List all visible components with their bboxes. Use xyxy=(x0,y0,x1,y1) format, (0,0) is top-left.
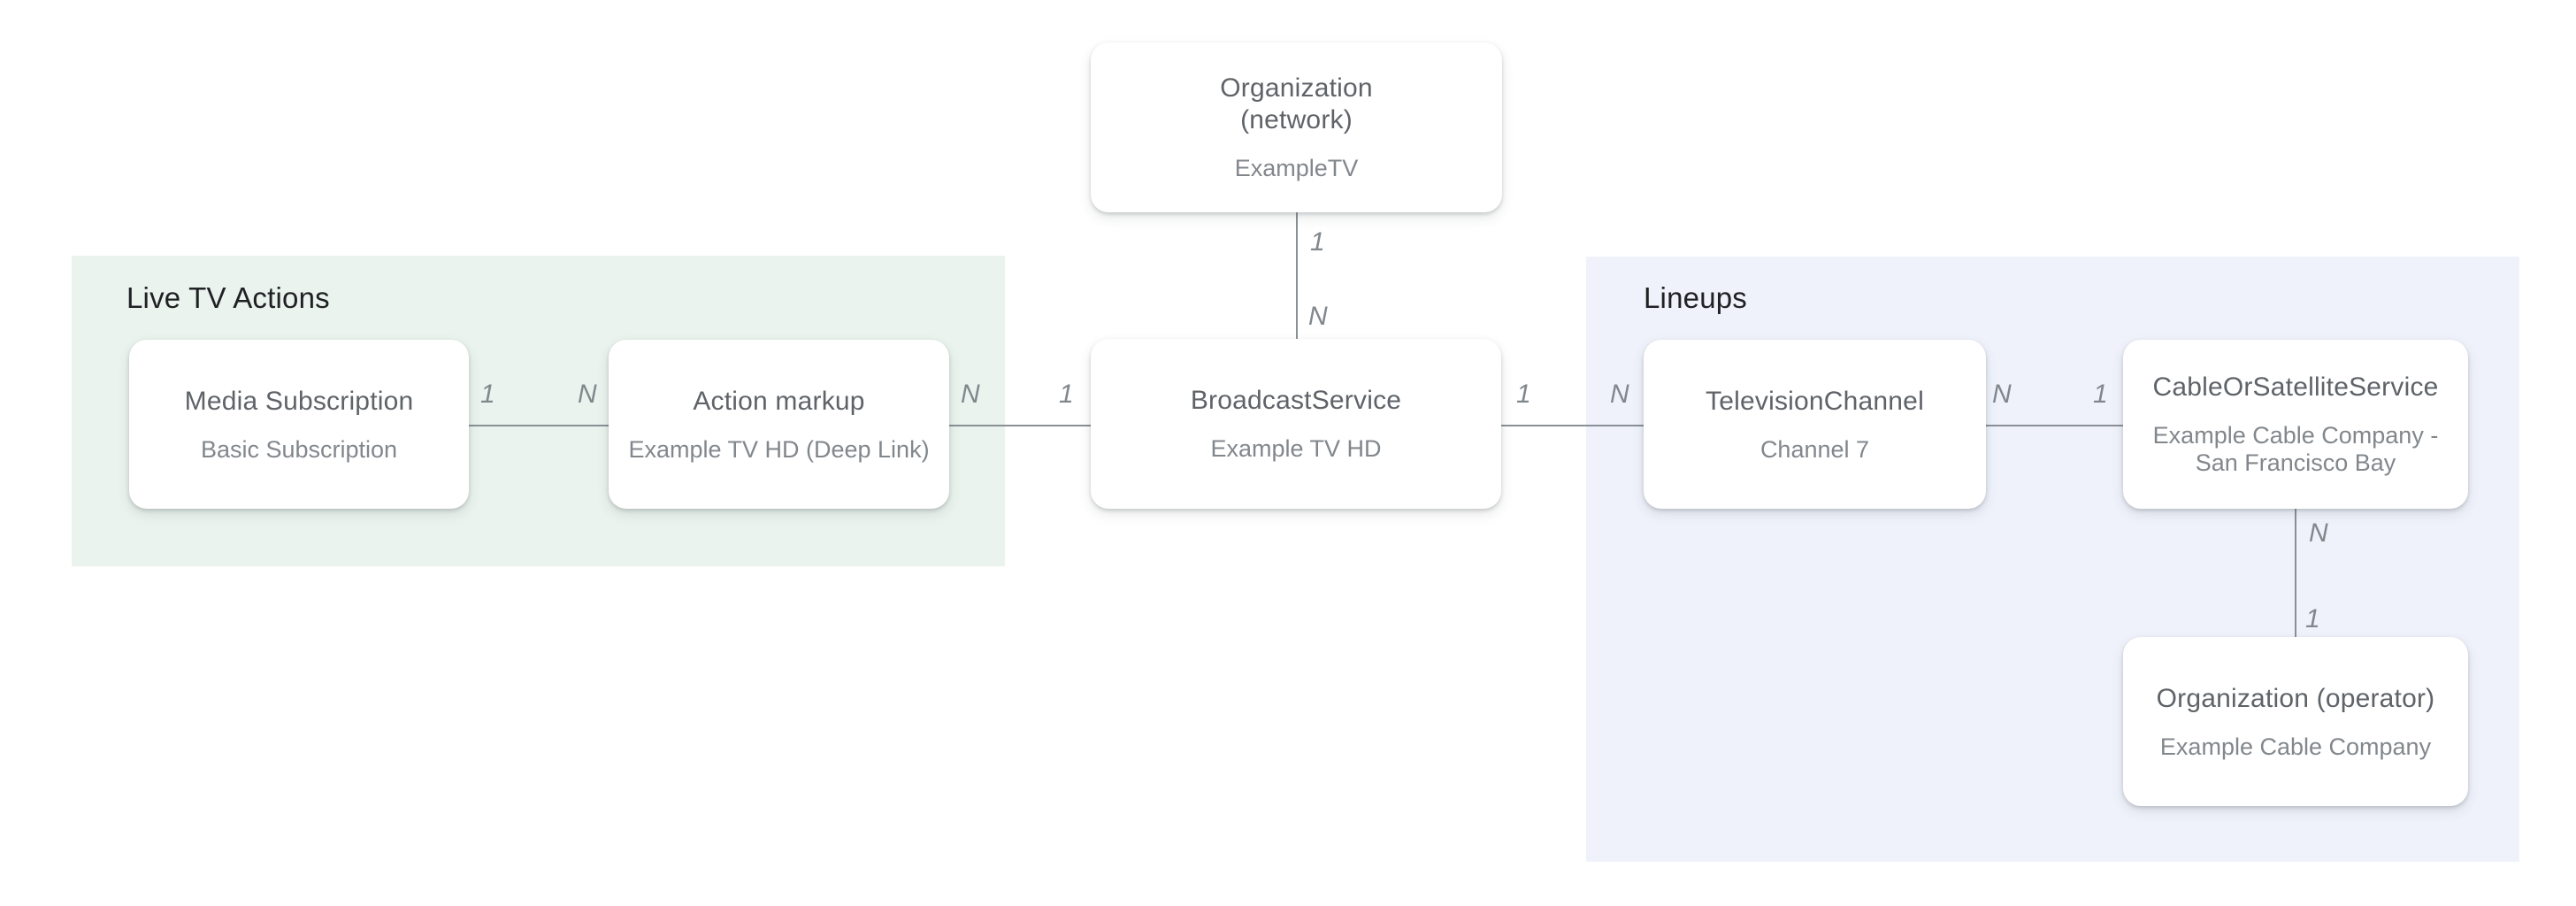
node-subtitle: Example Cable Company xyxy=(2159,733,2432,760)
node-subtitle: Basic Subscription xyxy=(200,435,398,463)
cardinality-label: N xyxy=(961,380,980,409)
cardinality-label: 1 xyxy=(1059,380,1074,409)
node-television-channel: TelevisionChannel Channel 7 xyxy=(1644,340,1986,509)
cardinality-label: N xyxy=(1992,380,2012,409)
connector-channel-to-cable xyxy=(1986,425,2123,426)
cardinality-label: 1 xyxy=(1516,380,1531,409)
node-title: Media Subscription xyxy=(184,386,414,416)
node-subtitle: ExampleTV xyxy=(1234,155,1359,181)
node-broadcast-service: BroadcastService Example TV HD xyxy=(1091,339,1501,509)
node-subtitle: Example TV HD (Deep Link) xyxy=(628,435,930,463)
node-title-line: Organization xyxy=(1220,73,1373,103)
cardinality-label: N xyxy=(2309,518,2328,548)
node-title: BroadcastService xyxy=(1190,386,1402,415)
cardinality-label: N xyxy=(1610,380,1629,409)
node-title: Organization (network) xyxy=(1220,73,1373,136)
connector-cable-to-operator xyxy=(2295,509,2296,637)
connector-media-to-action xyxy=(469,425,609,426)
node-organization-operator: Organization (operator) Example Cable Co… xyxy=(2123,637,2468,806)
node-title-line: (network) xyxy=(1240,105,1353,134)
cardinality-label: 1 xyxy=(2093,380,2108,409)
node-subtitle: Channel 7 xyxy=(1760,435,1870,463)
node-cable-or-satellite-service: CableOrSatelliteService Example Cable Co… xyxy=(2123,340,2468,509)
node-subtitle-line: San Francisco Bay xyxy=(2195,449,2396,476)
node-action-markup: Action markup Example TV HD (Deep Link) xyxy=(609,340,949,509)
cardinality-label: 1 xyxy=(2305,604,2320,633)
cardinality-label: 1 xyxy=(1310,227,1325,257)
section-heading-lineups: Lineups xyxy=(1644,281,1747,314)
section-heading-live-tv-actions: Live TV Actions xyxy=(126,281,330,314)
node-title: Organization (operator) xyxy=(2156,683,2435,713)
node-subtitle: Example TV HD xyxy=(1210,435,1382,462)
node-title: TelevisionChannel xyxy=(1706,386,1924,416)
cardinality-label: N xyxy=(1308,302,1328,331)
node-subtitle: Example Cable Company - San Francisco Ba… xyxy=(2153,422,2439,477)
node-organization-network: Organization (network) ExampleTV xyxy=(1091,42,1502,212)
node-media-subscription: Media Subscription Basic Subscription xyxy=(129,340,469,509)
connector-action-to-broadcast xyxy=(949,425,1091,426)
node-title: Action markup xyxy=(693,386,865,416)
connector-broadcast-to-channel xyxy=(1501,425,1644,426)
cardinality-label: 1 xyxy=(480,380,495,409)
node-subtitle-line: Example Cable Company - xyxy=(2152,422,2439,449)
connector-network-to-broadcast xyxy=(1296,212,1298,339)
node-title: CableOrSatelliteService xyxy=(2152,372,2439,402)
cardinality-label: N xyxy=(578,380,597,409)
